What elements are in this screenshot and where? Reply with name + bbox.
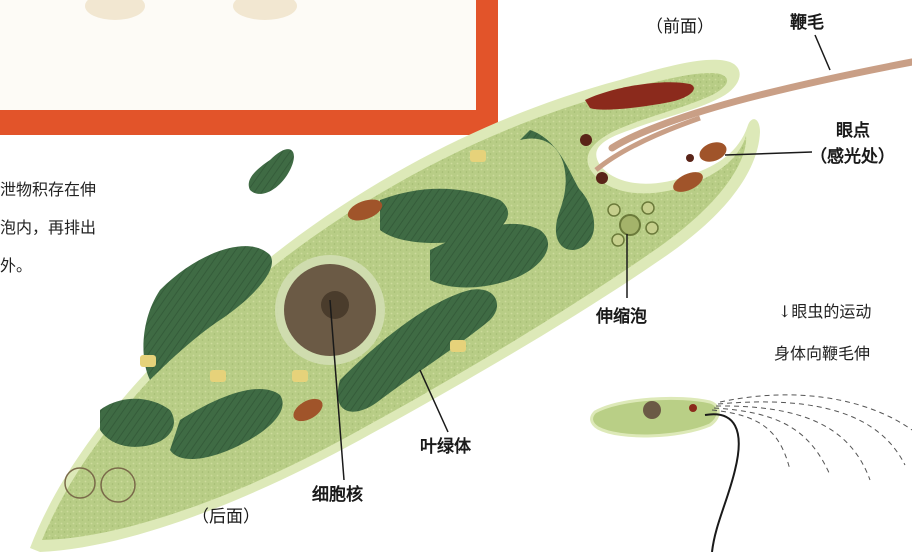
photo-image (0, 0, 476, 112)
caption-line2: 身体向鞭毛伸 (774, 340, 870, 364)
paramylon-granule (292, 370, 308, 382)
paramylon-granule (210, 370, 226, 382)
side-text-line3: 外。 (0, 252, 32, 276)
small-euglena (592, 395, 912, 552)
eyespot-sublabel: （感光处） (810, 142, 895, 167)
back-label: （后面） (192, 502, 260, 527)
basal-body (580, 134, 592, 146)
chloroplast (249, 149, 294, 194)
contractile-vacuole-label: 伸缩泡 (596, 302, 647, 327)
chloroplast-label: 叶绿体 (420, 432, 471, 457)
flagellum-label: 鞭毛 (790, 8, 824, 33)
basal-body (596, 172, 608, 184)
paramylon-granule (450, 340, 466, 352)
eyespot-label: 眼点 (836, 116, 870, 141)
paramylon-granule (470, 150, 486, 162)
caption-line1: ↓眼虫的运动 (778, 298, 871, 322)
nucleolus (321, 291, 349, 319)
paramylon-granule (140, 355, 156, 367)
eyespot-dot (686, 154, 694, 162)
side-text-line1: 泄物积存在伸 (0, 176, 96, 200)
side-text-line2: 泡内，再排出 (0, 214, 96, 238)
nucleus-label: 细胞核 (312, 480, 363, 505)
leader-line-flagellum (815, 35, 830, 70)
front-label: （前面） (646, 12, 714, 37)
